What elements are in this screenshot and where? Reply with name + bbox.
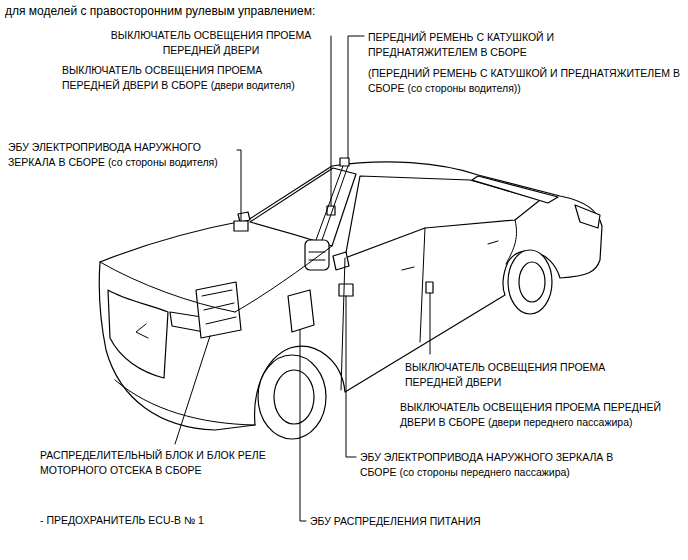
part-label: ВЫКЛЮЧАТЕЛЬ ОСВЕЩЕНИЯ ПРОЕМА ПЕРЕДНЕЙ ДВ… xyxy=(400,400,682,430)
grille xyxy=(108,290,168,378)
diagram-title: для моделей с правосторонним рулевым упр… xyxy=(5,4,315,19)
part-label: ВЫКЛЮЧАТЕЛЬ ОСВЕЩЕНИЯ ПРОЕМА ПЕРЕДНЕЙ ДВ… xyxy=(95,28,327,58)
rear-rim xyxy=(519,262,545,302)
grille-detail xyxy=(136,324,148,338)
windshield xyxy=(250,168,356,246)
bumper-line xyxy=(115,380,255,425)
leader-line xyxy=(175,336,210,444)
part-label: - ПРЕДОХРАНИТЕЛЬ ECU-B № 1 xyxy=(40,513,204,528)
rear-wheel xyxy=(508,250,552,314)
part-label: (ПЕРЕДНИЙ РЕМЕНЬ С КАТУШКОЙ И ПРЕДНАТЯЖИ… xyxy=(368,66,682,96)
driver-mirror-ecu xyxy=(234,221,248,231)
part-label: ЭБУ ЭЛЕКТРОПРИВОДА НАРУЖНОГО ЗЕРКАЛА В С… xyxy=(8,140,234,170)
door-handle xyxy=(488,241,498,244)
passenger-mirror xyxy=(333,252,349,270)
part-label: ПЕРЕДНИЙ РЕМЕНЬ С КАТУШКОЙ И ПРЕДНАТЯЖИТ… xyxy=(368,30,566,60)
fuse-box xyxy=(196,282,241,338)
rear-window xyxy=(472,176,558,203)
fuse-box-detail xyxy=(202,290,236,324)
part-label: РАСПРЕДЕЛИТЕЛЬНЫЙ БЛОК И БЛОК РЕЛЕ МОТОР… xyxy=(40,448,280,478)
part-label: ЭБУ ЭЛЕКТРОПРИВОДА НАРУЖНОГО ЗЕРКАЛА В С… xyxy=(360,450,622,480)
part-label: ВЫКЛЮЧАТЕЛЬ ОСВЕЩЕНИЯ ПРОЕМА ПЕРЕДНЕЙ ДВ… xyxy=(62,63,317,93)
seatbelt-webbing xyxy=(316,166,348,240)
part-label: ВЫКЛЮЧАТЕЛЬ ОСВЕЩЕНИЯ ПРОЕМА ПЕРЕДНЕЙ ДВ… xyxy=(405,360,630,390)
front-wheel xyxy=(258,355,326,439)
seatbelt-detail xyxy=(309,252,325,260)
leader-line xyxy=(348,36,364,158)
front-rim xyxy=(274,370,314,424)
hood-edge xyxy=(235,246,332,312)
leader-line xyxy=(346,296,356,457)
car-body xyxy=(99,162,602,430)
leader-line xyxy=(300,330,306,521)
rear-door-rear xyxy=(506,220,517,264)
seatbelt-anchor xyxy=(340,158,349,166)
seatbelt-retractor xyxy=(305,240,329,270)
passenger-mirror-ecu xyxy=(339,284,353,296)
tail-light xyxy=(575,205,600,228)
hood-front xyxy=(100,262,235,312)
passenger-door-switch xyxy=(426,282,433,293)
leader-line xyxy=(237,150,241,221)
power-ecu xyxy=(288,290,314,332)
front-door-rear xyxy=(420,228,425,342)
leader-line xyxy=(331,36,332,206)
door-handle xyxy=(402,267,414,270)
part-label: ЭБУ РАСПРЕДЕЛЕНИЯ ПИТАНИЯ xyxy=(310,514,481,529)
leader-line xyxy=(430,293,431,354)
front-door-edge xyxy=(341,258,345,390)
